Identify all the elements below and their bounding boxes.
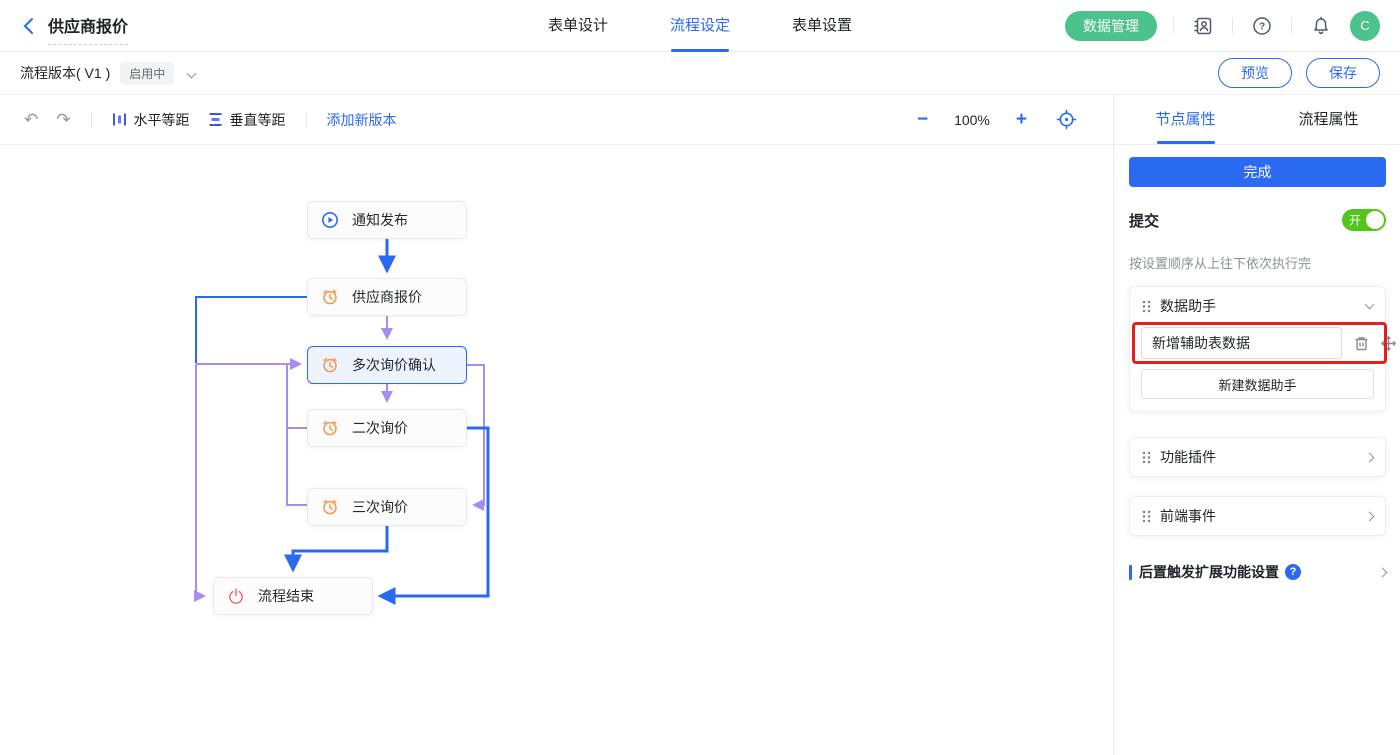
user-avatar[interactable]: C [1350,10,1380,41]
flow-edges [194,239,490,605]
distribute-vertical-label: 垂直等距 [229,111,286,128]
zoom-in-button[interactable]: + [1015,109,1027,130]
page-title: 供应商报价 [48,13,129,45]
drag-handle-icon [1142,300,1151,312]
node-label: 供应商报价 [352,289,422,305]
toggle-on-label: 开 [1349,213,1362,228]
frontend-event-card: 前端事件 [1129,496,1386,536]
zoom-level: 100% [954,111,990,128]
tab-flow-properties[interactable]: 流程属性 [1298,111,1359,128]
properties-panel: 节点属性 流程属性 完成 提交 开 按设置顺序从上往下依次执行完 [1113,95,1400,755]
drag-handle-icon [1142,451,1151,463]
submit-toggle[interactable]: 开 [1342,209,1386,231]
notification-bell-icon[interactable] [1308,13,1334,39]
post-trigger-row[interactable]: 后置触发扩展功能设置 ? [1129,562,1388,582]
main-tabs: 表单设计 流程设定 表单设置 [548,0,852,52]
execution-order-note: 按设置顺序从上往下依次执行完 [1129,256,1312,271]
panel-tabs: 节点属性 流程属性 [1114,95,1400,145]
version-dropdown-caret[interactable] [186,64,197,82]
plugin-header[interactable]: 功能插件 [1130,438,1385,476]
zoom-out-button[interactable]: − [916,109,929,130]
node-supplier-quote[interactable]: 供应商报价 [307,278,467,316]
chevron-down-icon[interactable] [1364,299,1375,309]
node-third-inquiry[interactable]: 三次询价 [307,488,467,526]
data-helper-card: 数据助手 [1129,286,1396,412]
tab-flow-setting[interactable]: 流程设定 [670,0,730,52]
flow-version-label: 流程版本( V1 ) [20,65,111,81]
tab-form-setting[interactable]: 表单设置 [792,16,853,34]
undo-icon[interactable]: ↶ [24,110,39,129]
node-label: 二次询价 [352,420,408,436]
toggle-knob [1366,211,1384,229]
clock-icon [323,420,337,436]
chevron-right-icon[interactable] [1364,511,1375,521]
divider [1291,17,1292,34]
play-icon [322,212,338,228]
node-label: 通知发布 [352,212,408,228]
data-manage-button[interactable]: 数据管理 [1065,10,1157,41]
distribute-horizontal-icon [112,113,126,126]
version-bar: 流程版本( V1 ) 启用中 预览 保存 [0,52,1400,95]
data-helper-name-input[interactable] [1141,327,1342,359]
header-actions: 数据管理 ? C [1065,10,1380,41]
delete-trash-icon[interactable] [1353,335,1370,352]
preview-button[interactable]: 预览 [1218,58,1292,88]
help-icon[interactable]: ? [1249,13,1275,39]
clock-icon [323,499,337,515]
redo-icon[interactable]: ↷ [56,110,71,129]
back-button[interactable] [22,17,34,35]
clock-icon [323,357,337,373]
distribute-horizontal-label: 水平等距 [133,111,190,128]
distribute-vertical-icon [209,113,221,126]
node-flow-end[interactable]: 流程结束 [213,577,373,615]
node-label: 多次询价确认 [352,357,436,373]
svg-text:?: ? [1259,21,1265,32]
center-target-icon[interactable] [1053,107,1079,133]
chevron-right-icon[interactable] [1377,567,1388,577]
frontend-event-title: 前端事件 [1160,508,1216,524]
data-helper-item-row [1132,322,1396,364]
divider [1173,17,1174,34]
section-accent-bar [1129,564,1132,580]
divider [90,111,92,128]
save-button[interactable]: 保存 [1306,58,1380,88]
address-book-icon[interactable] [1190,13,1216,39]
add-version-link[interactable]: 添加新版本 [326,111,397,128]
new-data-helper-button[interactable]: 新建数据助手 [1141,369,1374,399]
canvas-toolbar: ↶ ↷ 水平等距 垂直等距 添加新版本 [0,95,1113,145]
node-label: 流程结束 [258,588,314,604]
drag-handle-icon [1142,510,1151,522]
node-notice-publish[interactable]: 通知发布 [307,201,467,239]
done-button[interactable]: 完成 [1129,157,1386,187]
distribute-horizontal-button[interactable]: 水平等距 [112,110,190,130]
move-icon[interactable] [1380,335,1397,352]
plugin-card: 功能插件 [1129,437,1386,477]
node-multi-inquiry-confirm[interactable]: 多次询价确认 [307,346,467,384]
flow-canvas-area: ↶ ↷ 水平等距 垂直等距 添加新版本 [0,95,1113,755]
tab-node-properties[interactable]: 节点属性 [1114,95,1257,144]
chevron-right-icon[interactable] [1364,452,1375,462]
power-icon [229,588,243,604]
submit-label: 提交 [1129,212,1160,230]
plugin-title: 功能插件 [1160,449,1216,465]
help-filled-icon[interactable]: ? [1285,564,1301,580]
tab-form-design[interactable]: 表单设计 [547,16,608,34]
post-trigger-label: 后置触发扩展功能设置 [1139,564,1279,580]
divider [305,111,307,128]
data-helper-title: 数据助手 [1160,298,1216,314]
flow-canvas[interactable]: 通知发布 供应商报价 多次询价确认 [0,145,1113,755]
top-header: 供应商报价 表单设计 流程设定 表单设置 数据管理 ? [0,0,1400,52]
clock-icon [323,289,337,305]
frontend-event-header[interactable]: 前端事件 [1130,497,1385,535]
back-chevron-icon [24,17,33,34]
node-second-inquiry[interactable]: 二次询价 [307,409,467,447]
status-badge: 启用中 [120,61,175,85]
distribute-vertical-button[interactable]: 垂直等距 [208,110,286,130]
node-label: 三次询价 [352,499,408,515]
data-helper-header[interactable]: 数据助手 [1130,287,1385,325]
divider [1232,17,1233,34]
